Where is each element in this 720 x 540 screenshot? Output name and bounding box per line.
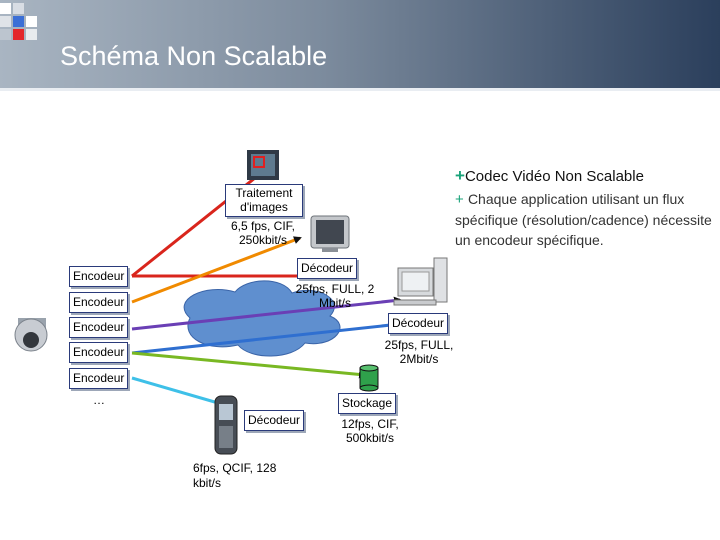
- decoder-phone-spec: 6fps, QCIF, 128 kbit/s: [193, 461, 277, 490]
- camera-icon: [14, 318, 48, 352]
- decoder-right-spec: 25fps, FULL, 2Mbit/s: [384, 338, 454, 366]
- encoder-box-4: Encodeur: [69, 342, 129, 363]
- bullet-main-text: Codec Vidéo Non Scalable: [464, 168, 644, 185]
- slide-header: [0, 0, 720, 88]
- logo-square: [0, 3, 11, 14]
- phone-icon: [214, 395, 238, 455]
- logo-square: [13, 3, 24, 14]
- plus-icon: +: [455, 191, 468, 208]
- stockage-spec: 12fps, CIF, 500kbit/s: [341, 417, 399, 445]
- bullet-sub-text: Chaque application utilisant un flux spé…: [455, 191, 712, 248]
- logo-square: [13, 16, 24, 27]
- bullet-list: +Codec Vidéo Non Scalable + Chaque appli…: [455, 166, 717, 250]
- traitement-spec: 6,5 fps, CIF, 250kbit/s: [230, 219, 296, 247]
- header-divider: [0, 88, 720, 91]
- logo-square: [26, 16, 37, 27]
- network-cloud: [183, 280, 341, 357]
- encoder-ellipsis: …: [93, 393, 105, 407]
- encoder-box-5: Encodeur: [69, 368, 129, 389]
- decoder-phone-box: Décodeur: [244, 410, 305, 431]
- encoder-box-2: Encodeur: [69, 292, 129, 313]
- logo-square: [26, 29, 37, 40]
- decoder-right-box: Décodeur: [388, 313, 449, 334]
- slide-title: Schéma Non Scalable: [60, 41, 328, 71]
- stockage-box: Stockage: [338, 393, 397, 414]
- decoder-top-box: Décodeur: [297, 258, 358, 279]
- storage-icon: [359, 364, 379, 392]
- monitor-icon: [310, 215, 350, 252]
- image-processing-icon: [247, 150, 279, 180]
- logo-square: [0, 29, 11, 40]
- traitement-box: Traitement d'images: [225, 184, 303, 217]
- bullet-sub: + Chaque application utilisant un flux s…: [455, 189, 717, 250]
- bullet-main: +Codec Vidéo Non Scalable: [455, 166, 717, 187]
- flow-orange-line: [131, 236, 302, 304]
- flow-cyan-line: [131, 376, 227, 408]
- encoder-box-1: Encodeur: [69, 266, 129, 287]
- encoder-box-3: Encodeur: [69, 317, 129, 338]
- logo-square: [13, 29, 24, 40]
- flow-purple-line: [131, 296, 402, 331]
- logo-square: [0, 16, 11, 27]
- plus-icon: +: [455, 166, 465, 185]
- computer-icon: [393, 257, 448, 306]
- flow-blue-line: [131, 320, 402, 355]
- decoder-top-spec: 25fps, FULL, 2 Mbit/s: [295, 282, 375, 310]
- flow-green-line: [131, 351, 367, 379]
